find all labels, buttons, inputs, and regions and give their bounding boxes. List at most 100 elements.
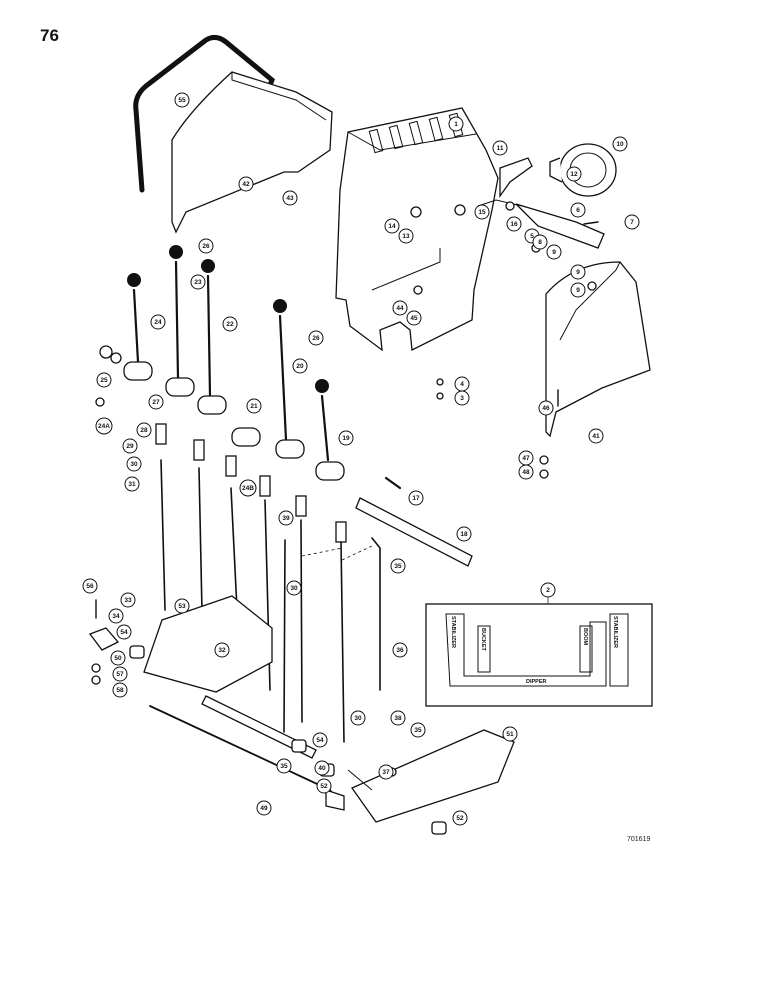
callout-circle xyxy=(518,464,534,480)
callout-circle xyxy=(392,642,408,658)
callout-c32: 32 xyxy=(214,642,230,658)
callout-c19: 19 xyxy=(338,430,354,446)
callout-label: 36 xyxy=(396,647,404,654)
callout-label: 54 xyxy=(120,629,128,636)
callout-label: 48 xyxy=(522,469,530,476)
pedal-plate xyxy=(143,595,273,693)
callout-label: 45 xyxy=(410,315,418,322)
callout-circle xyxy=(502,726,518,742)
figure-code: 701619 xyxy=(627,836,651,843)
callout-circle xyxy=(222,316,238,332)
callout-c53: 53 xyxy=(174,598,190,614)
callout-circle xyxy=(612,136,628,152)
callout-circle xyxy=(390,710,406,726)
callout-circle xyxy=(338,430,354,446)
callout-circle xyxy=(136,422,152,438)
callout-c9b: 9 xyxy=(570,264,586,280)
callout-label: 30 xyxy=(130,461,138,468)
mount-plate xyxy=(515,203,605,249)
callout-label: 33 xyxy=(124,597,132,604)
decal-label-boom: BOOM xyxy=(582,628,588,646)
callout-circle xyxy=(538,400,554,416)
callout-c49: 49 xyxy=(256,800,272,816)
callout-label: 44 xyxy=(396,305,404,312)
callout-c14: 14 xyxy=(384,218,400,234)
callout-c46: 46 xyxy=(538,400,554,416)
callout-label: 56 xyxy=(86,583,94,590)
callout-label: 27 xyxy=(152,399,160,406)
callout-circle xyxy=(570,202,586,218)
lever-knob xyxy=(201,259,215,273)
callout-circle xyxy=(314,760,330,776)
callout-c9c: 9 xyxy=(570,282,586,298)
callout-circle xyxy=(406,310,422,326)
callout-circle xyxy=(174,92,190,108)
callout-label: 1 xyxy=(454,121,458,128)
callout-label: 20 xyxy=(296,363,304,370)
callout-circle xyxy=(116,624,132,640)
callout-c43: 43 xyxy=(282,190,298,206)
callout-c24A: 24A xyxy=(95,417,113,435)
control-console xyxy=(335,107,499,352)
callout-c55: 55 xyxy=(174,92,190,108)
right-pedal xyxy=(351,729,515,823)
callout-label: 52 xyxy=(320,783,328,790)
callout-label: 5 xyxy=(530,233,534,240)
callout-c11: 11 xyxy=(492,140,508,156)
callout-label: 3 xyxy=(460,395,464,402)
callout-label: 13 xyxy=(402,233,410,240)
callout-c45: 45 xyxy=(406,310,422,326)
decal-label-bucket: BUCKET xyxy=(480,628,486,652)
callout-label: 32 xyxy=(218,647,226,654)
callout-circle xyxy=(276,758,292,774)
callout-c9a: 9 xyxy=(546,244,562,260)
callout-c35b: 35 xyxy=(410,722,426,738)
callout-circle xyxy=(286,580,302,596)
callout-circle xyxy=(126,456,142,472)
callout-label: 35 xyxy=(414,727,422,734)
callout-label: 24B xyxy=(242,485,254,492)
callout-c39: 39 xyxy=(278,510,294,526)
callout-circle xyxy=(96,372,112,388)
callout-label: 46 xyxy=(542,405,550,412)
callout-label: 57 xyxy=(116,671,124,678)
callout-circle xyxy=(278,510,294,526)
callout-circle xyxy=(292,358,308,374)
left-side-shield xyxy=(171,71,333,234)
callout-c17: 17 xyxy=(408,490,424,506)
callout-circle xyxy=(398,228,414,244)
callout-c52a: 52 xyxy=(316,778,332,794)
light-bracket xyxy=(499,157,533,199)
callout-c26b: 26 xyxy=(308,330,324,346)
callout-c54a: 54 xyxy=(116,624,132,640)
callout-circle xyxy=(246,398,262,414)
cross-shaft xyxy=(355,497,473,567)
callout-c4: 4 xyxy=(454,376,470,392)
lever-knob xyxy=(273,299,287,313)
callout-label: 50 xyxy=(114,655,122,662)
callout-circle xyxy=(570,282,586,298)
callout-circle xyxy=(452,810,468,826)
callout-circle xyxy=(474,204,490,220)
callout-label: 38 xyxy=(394,715,402,722)
callout-c24: 24 xyxy=(150,314,166,330)
callout-label: 19 xyxy=(342,435,350,442)
callout-decal: 2 xyxy=(540,582,556,598)
callout-circle xyxy=(124,476,140,492)
callout-c36: 36 xyxy=(392,642,408,658)
callout-c33: 33 xyxy=(120,592,136,608)
callout-c6: 6 xyxy=(570,202,586,218)
callout-label: 31 xyxy=(128,481,136,488)
callout-c13: 13 xyxy=(398,228,414,244)
callout-circle xyxy=(122,438,138,454)
callout-label: 4 xyxy=(460,381,464,388)
callout-c41: 41 xyxy=(588,428,604,444)
callout-circle xyxy=(624,214,640,230)
callout-circle xyxy=(239,479,257,497)
callout-circle xyxy=(410,722,426,738)
callout-c30b: 30 xyxy=(286,580,302,596)
callout-label: 9 xyxy=(576,269,580,276)
callout-circle xyxy=(454,390,470,406)
handrail xyxy=(133,34,275,193)
